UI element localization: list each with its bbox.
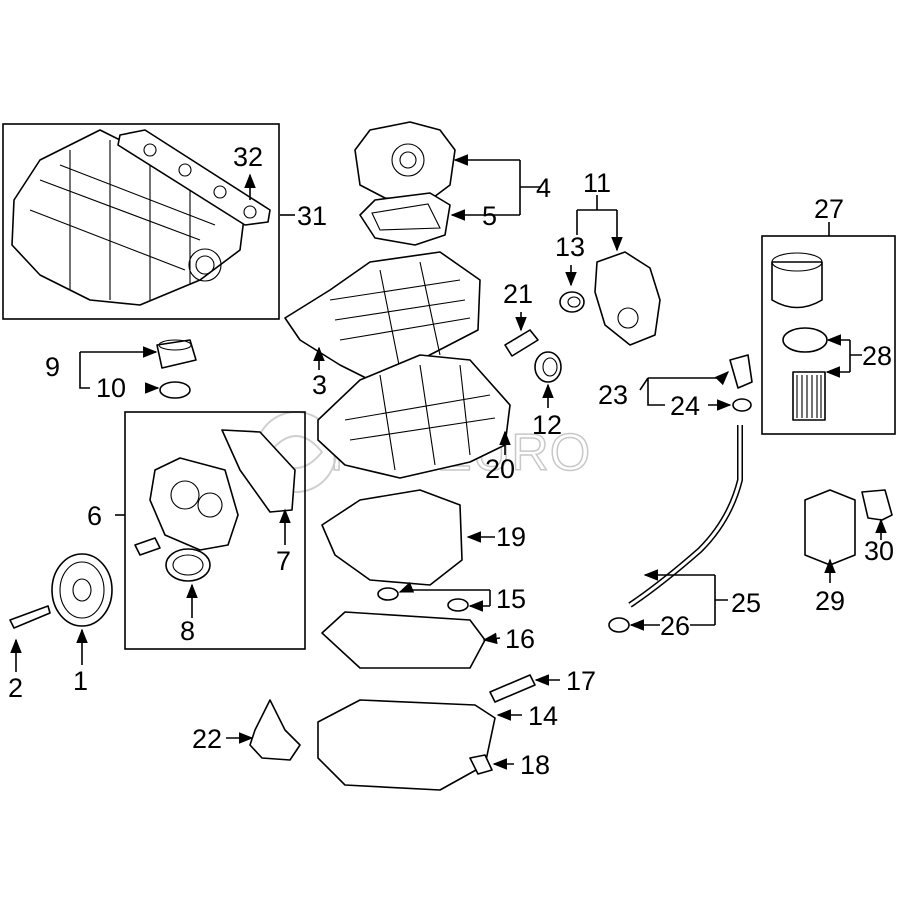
part-oil-cooler	[804, 489, 856, 566]
part-upper-cover	[354, 121, 456, 201]
callout-14: 14	[528, 701, 558, 731]
part-drain-plug	[469, 754, 493, 775]
part-sealant-tube	[504, 329, 539, 357]
part-front-cover	[594, 251, 661, 346]
callout-30: 30	[864, 536, 894, 566]
callout-12: 12	[532, 410, 562, 440]
callout-25: 25	[731, 588, 761, 618]
callout-8: 8	[180, 616, 195, 646]
part-cover-bolt	[134, 537, 161, 556]
callout-32: 32	[233, 142, 263, 172]
part-seal	[534, 351, 562, 383]
box-timing-cover	[124, 411, 306, 650]
part-sealant	[489, 674, 536, 703]
part-upper-gasket	[359, 192, 451, 246]
part-oil-sensor	[249, 699, 301, 761]
part-oil-filter-element	[792, 371, 826, 421]
callout-23: 23	[598, 380, 628, 410]
callout-3: 3	[312, 370, 327, 400]
callout-1: 1	[73, 666, 88, 696]
callout-28: 28	[862, 341, 892, 371]
callout-13: 13	[555, 232, 585, 262]
callout-11: 11	[583, 168, 611, 198]
callout-17: 17	[566, 666, 596, 696]
callout-22: 22	[192, 724, 222, 754]
part-oil-filler-cap	[156, 339, 197, 369]
part-oil-pan-gasket	[321, 611, 486, 669]
part-baffle	[321, 489, 463, 586]
box-intake-manifold	[2, 123, 280, 320]
callout-20: 20	[485, 454, 515, 484]
part-plug	[559, 291, 585, 313]
callout-21: 21	[503, 279, 533, 309]
callout-16: 16	[505, 624, 535, 654]
part-oil-pan	[317, 699, 496, 791]
leader-lines	[10, 154, 887, 770]
callout-26: 26	[660, 611, 690, 641]
part-intake-manifold	[11, 129, 246, 306]
part-timing-gasket	[221, 429, 296, 513]
callout-24: 24	[670, 391, 700, 421]
callout-10: 10	[96, 373, 126, 403]
part-crank-pulley	[51, 553, 113, 627]
part-cam-carrier	[317, 354, 511, 479]
callout-9: 9	[45, 352, 60, 382]
part-pulley-bolt	[9, 605, 51, 629]
part-timing-cover	[149, 457, 239, 551]
part-plug-left	[377, 587, 399, 601]
part-cooler-gasket	[861, 489, 893, 521]
part-plug-right	[447, 598, 469, 612]
part-filter-oring	[782, 327, 828, 353]
part-dipstick-oring	[732, 398, 752, 412]
part-filler-oring	[159, 381, 191, 399]
callout-7: 7	[276, 546, 291, 576]
callout-27: 27	[814, 194, 844, 224]
part-valve-cover	[284, 251, 481, 381]
part-timing-seal	[165, 548, 211, 582]
callout-6: 6	[87, 501, 102, 531]
part-dipstick-cap	[729, 354, 753, 389]
part-oil-filter-cap	[771, 252, 823, 309]
callout-5: 5	[482, 201, 497, 231]
callout-19: 19	[496, 522, 526, 552]
callout-31: 31	[297, 201, 327, 231]
part-tube-washer	[608, 617, 630, 633]
part-dipstick-tube	[628, 425, 743, 608]
callout-18: 18	[520, 750, 550, 780]
callout-15: 15	[496, 584, 526, 614]
callout-4: 4	[536, 173, 551, 203]
part-manifold-gasket	[117, 129, 271, 226]
callout-29: 29	[815, 586, 845, 616]
callout-numbers: 32 31 4 5 11 13 27 21 28 9 3 23 10 24 12…	[8, 142, 894, 780]
callout-2: 2	[8, 673, 23, 703]
